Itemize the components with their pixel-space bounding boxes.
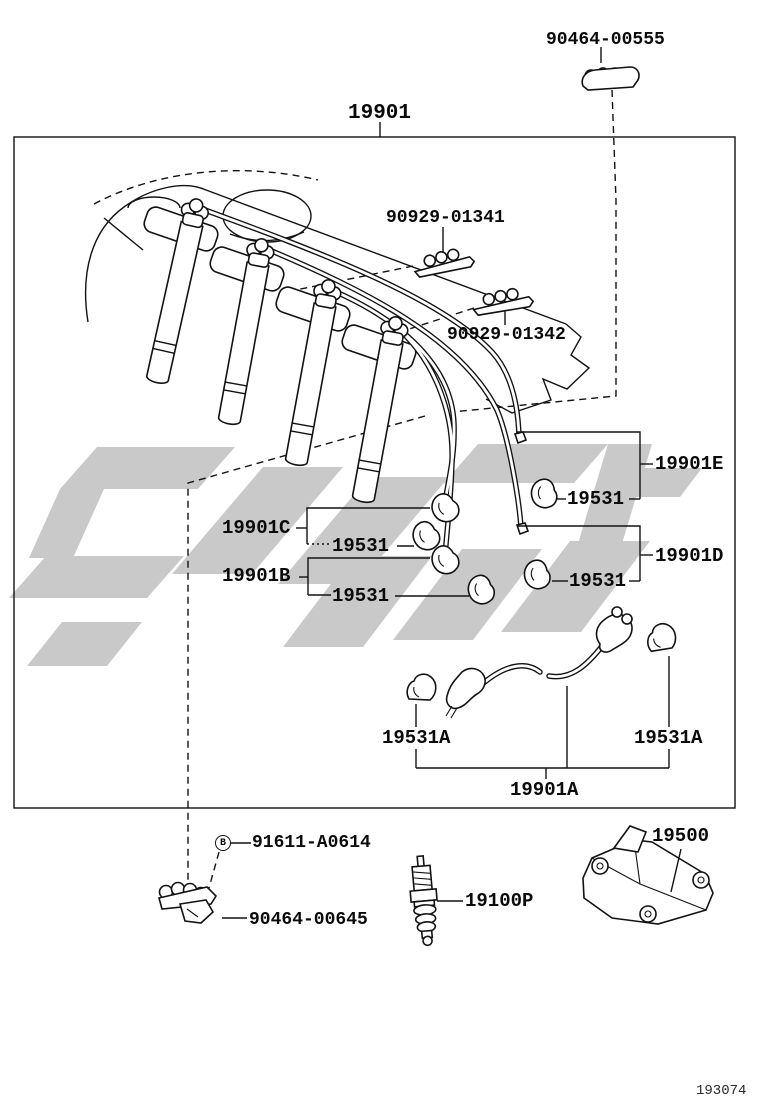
part-label-boot-4: 19531: [569, 570, 627, 592]
part-label-cord-d: 19901D: [655, 545, 724, 567]
grommet-right-drawing: [643, 620, 679, 654]
part-label-grommet-left: 19531A: [382, 727, 451, 749]
part-label-cord-b: 19901B: [222, 565, 291, 587]
part-label-wire-clamp-1: 90929-01341: [386, 208, 505, 228]
part-label-cord-a: 19901A: [510, 779, 579, 801]
wire-clamp-1-drawing: [412, 246, 477, 279]
coil-wire-drawing: [406, 606, 679, 719]
part-label-grommet-right: 19531A: [634, 727, 703, 749]
part-label-wire-clamp-2: 90929-01342: [447, 325, 566, 345]
leader-lines: [222, 47, 682, 919]
part-label-wire-holder-bottom: 90464-00645: [249, 910, 368, 930]
part-label-wire-set: 19901: [348, 102, 412, 125]
ignition-wire-drawings: [177, 195, 530, 577]
part-label-bolt: 91611-A0614: [252, 833, 371, 853]
part-label-cord-e: 19901E: [655, 453, 724, 475]
part-label-boot-1: 19531: [567, 488, 625, 510]
dashed-reference-lines: [187, 89, 617, 889]
assembly-box: [13, 136, 736, 809]
part-label-spark-plug: 19100P: [465, 890, 534, 912]
page-number: 193074: [696, 1083, 747, 1099]
spark-plug-drawing: [409, 855, 438, 947]
wire-clamp-2-drawing: [471, 286, 535, 317]
wire-holder-top-drawing: [581, 66, 640, 91]
wire-c-boot-drawing: [429, 491, 462, 525]
part-label-ignition-coil: 19500: [652, 825, 710, 847]
part-label-boot-3: 19531: [332, 585, 390, 607]
part-label-boot-2: 19531: [332, 535, 390, 557]
part-label-cord-c: 19901C: [222, 517, 291, 539]
wire-holder-bottom-drawing: [158, 881, 218, 924]
part-label-wire-holder-top: 90464-00555: [546, 30, 665, 50]
bolt-marker-badge: B: [215, 835, 231, 851]
grommet-left-drawing: [406, 673, 437, 701]
ignition-coil-drawing: [582, 825, 714, 925]
watermark: [9, 444, 702, 666]
